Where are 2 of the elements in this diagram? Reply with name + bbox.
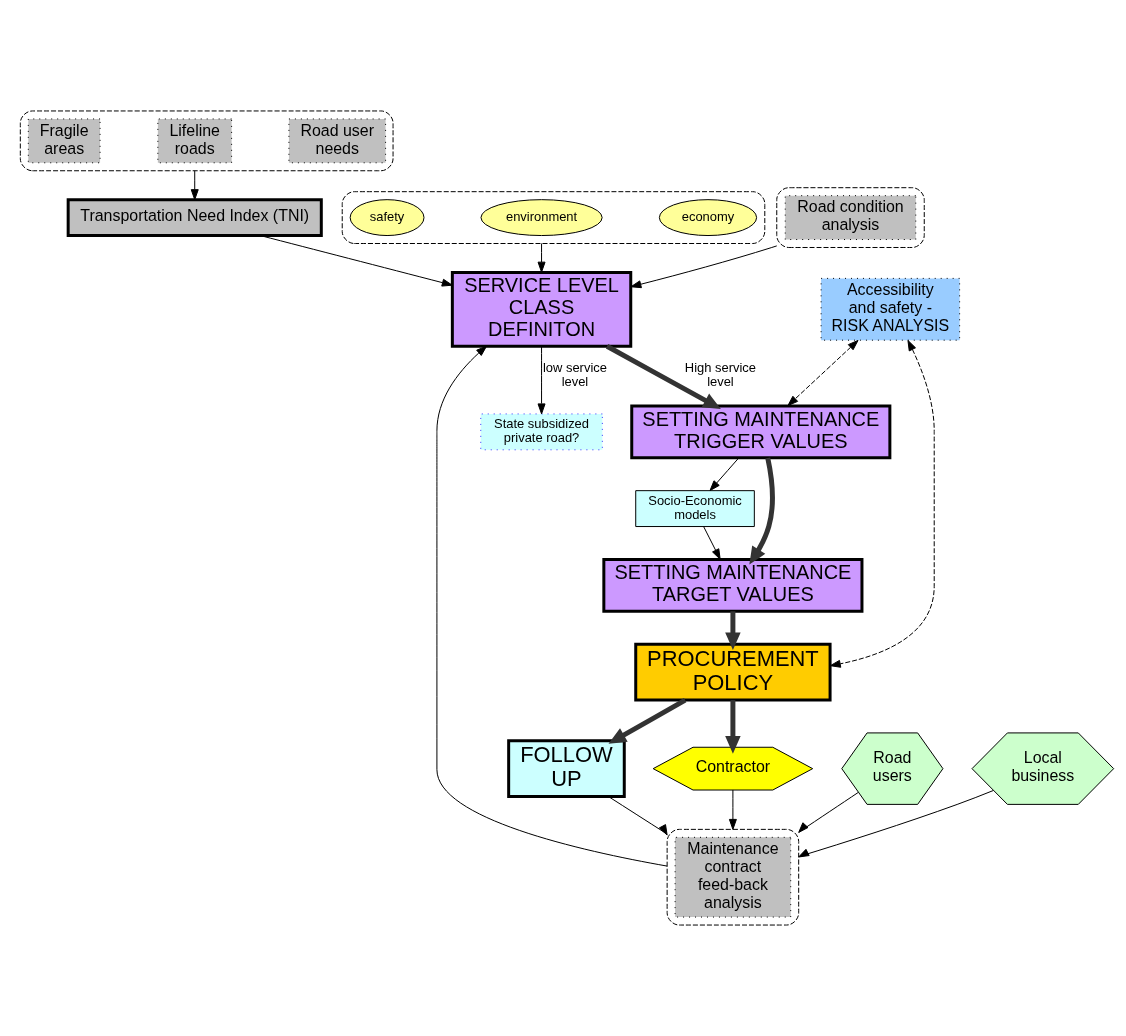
edge-label: low service level bbox=[542, 360, 607, 390]
edge-label: High service level bbox=[684, 360, 757, 390]
